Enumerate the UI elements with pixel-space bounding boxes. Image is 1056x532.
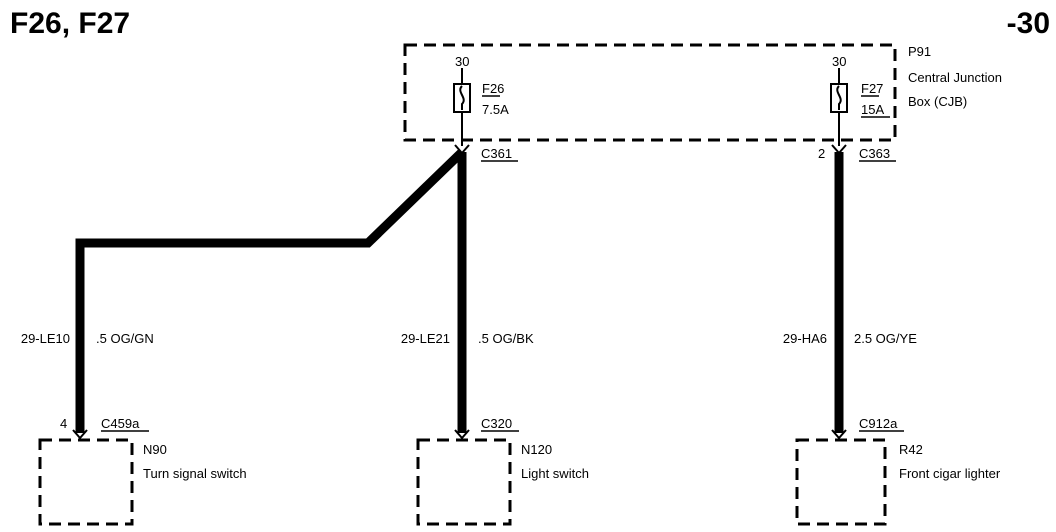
fuse-name: F26 [482, 81, 504, 96]
component-id: N120 [521, 442, 552, 457]
connector-c363-icon [831, 144, 847, 155]
junction-box-name-line1: Central Junction [908, 70, 1002, 85]
wire-circuit-label: 29-LE10 [21, 331, 70, 346]
component-n90: 4 C459a N90 Turn signal switch [38, 416, 247, 526]
wire-spec-label: 2.5 OG/YE [854, 331, 917, 346]
wire-spec-label: .5 OG/GN [96, 331, 154, 346]
fuse-element-icon [836, 85, 842, 110]
fuse-element-icon [459, 85, 465, 110]
connector-c363-label: C363 [859, 146, 890, 161]
component-name: Front cigar lighter [899, 466, 1001, 481]
connector-c459a-pin: 4 [60, 416, 67, 431]
component-outline [795, 438, 887, 526]
wire-spec-label: .5 OG/BK [478, 331, 534, 346]
junction-box-id: P91 [908, 44, 931, 59]
component-r42: C912a R42 Front cigar lighter [795, 416, 1001, 526]
connector-c459a-icon [72, 429, 88, 440]
wire-circuit-label: 29-HA6 [783, 331, 827, 346]
component-id: N90 [143, 442, 167, 457]
junction-box-name-line2: Box (CJB) [908, 94, 967, 109]
wire-circuit-label: 29-LE21 [401, 331, 450, 346]
fuse-supply-label: 30 [832, 54, 846, 69]
wire-29-le10 [75, 148, 466, 433]
component-name: Turn signal switch [143, 466, 247, 481]
connector-c361-label: C361 [481, 146, 512, 161]
connector-c363-pin: 2 [818, 146, 825, 161]
connector-c912a-icon [831, 429, 847, 440]
component-id: R42 [899, 442, 923, 457]
fuse-rating: 15A [861, 102, 884, 117]
fuse-f26: 30 F26 7.5A [453, 54, 509, 146]
fuse-supply-label: 30 [455, 54, 469, 69]
component-name: Light switch [521, 466, 589, 481]
connector-c912a-label: C912a [859, 416, 898, 431]
connector-c320-icon [454, 429, 470, 440]
component-outline [416, 438, 512, 526]
junction-box-outline [403, 43, 897, 142]
fuse-f27: 30 F27 15A [830, 54, 890, 146]
fuse-name: F27 [861, 81, 883, 96]
connector-c459a-label: C459a [101, 416, 140, 431]
component-outline [38, 438, 134, 526]
fuse-rating: 7.5A [482, 102, 509, 117]
page-title: F26, F27 [10, 7, 130, 40]
page-code: -30 [1007, 7, 1050, 40]
component-n120: C320 N120 Light switch [416, 416, 589, 526]
connector-c320-label: C320 [481, 416, 512, 431]
